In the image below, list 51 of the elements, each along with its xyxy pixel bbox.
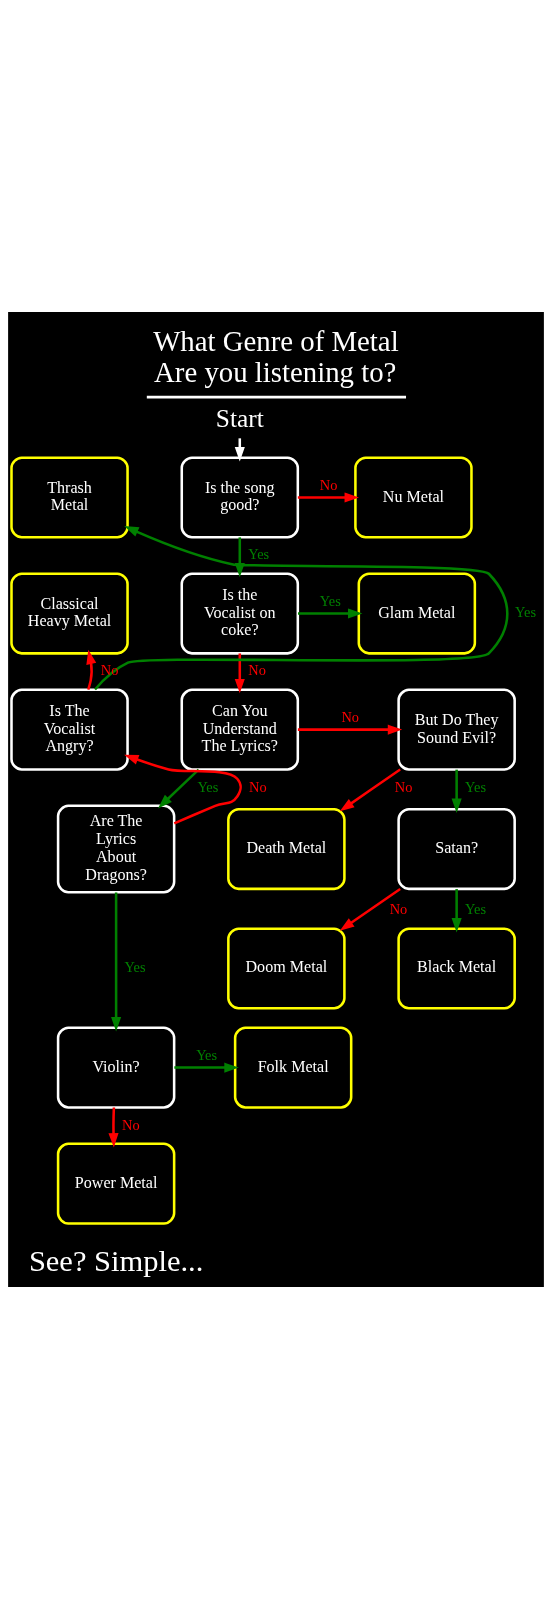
edge-label: Yes	[465, 778, 487, 795]
arrow	[298, 608, 363, 619]
node-box: Classical Heavy Metal	[10, 572, 129, 655]
caption: See? Simple...	[28, 1243, 204, 1278]
node-box: Is the Vocalist on coke?	[180, 572, 300, 655]
diagram-title: What Genre of Metal Are you listening to?	[153, 325, 399, 389]
node-box: Black Metal	[397, 927, 516, 1010]
arrow	[111, 892, 122, 1032]
edge-label: No	[341, 709, 360, 726]
edge-label: No	[248, 662, 266, 679]
node-box: Satan?	[397, 807, 516, 891]
arrow	[234, 653, 245, 694]
node-box: Death Metal	[227, 807, 346, 891]
edge-label: Yes	[319, 593, 341, 610]
edge-label: No	[394, 778, 413, 795]
node-box: Thrash Metal	[10, 456, 129, 539]
arrow	[451, 889, 462, 933]
arrow	[297, 724, 403, 735]
node-box: Glam Metal	[357, 572, 477, 655]
edge-label: No	[249, 778, 267, 795]
arrow	[174, 1062, 239, 1073]
edge-label: Yes	[515, 604, 537, 621]
edge-label: Yes	[197, 778, 219, 795]
node-text: Start	[215, 404, 264, 433]
edge-label: No	[319, 476, 338, 493]
node-box: Power Metal	[56, 1142, 176, 1225]
arrow	[297, 492, 359, 503]
arrow	[339, 768, 401, 812]
arrow	[86, 649, 97, 691]
edge-label: Yes	[465, 901, 487, 918]
edge-label: Yes	[248, 546, 270, 563]
arrow	[157, 768, 200, 809]
arrow	[339, 887, 401, 931]
node-box: But Do They Sound Evil?	[397, 688, 516, 771]
edge-label: Yes	[196, 1047, 218, 1064]
node-box: Is the song good?	[180, 456, 300, 539]
edge-label: No	[100, 662, 119, 679]
edge-label: No	[122, 1116, 140, 1133]
node-box: Is The Vocalist Angry?	[10, 688, 129, 771]
node-box: Can You Understand The Lyrics?	[180, 688, 300, 771]
node-box: Folk Metal	[233, 1026, 353, 1109]
arrow	[124, 754, 243, 825]
node-box: Nu Metal	[354, 456, 473, 539]
node-box: Doom Metal	[227, 927, 346, 1010]
edge-label: No	[389, 901, 408, 918]
arrow	[108, 1107, 119, 1148]
edge-label: Yes	[124, 959, 146, 976]
arrow	[451, 769, 462, 813]
node-box: Violin?	[56, 1026, 176, 1109]
arrow	[94, 526, 509, 691]
node-box: Are The Lyrics About Dragons?	[56, 804, 176, 894]
